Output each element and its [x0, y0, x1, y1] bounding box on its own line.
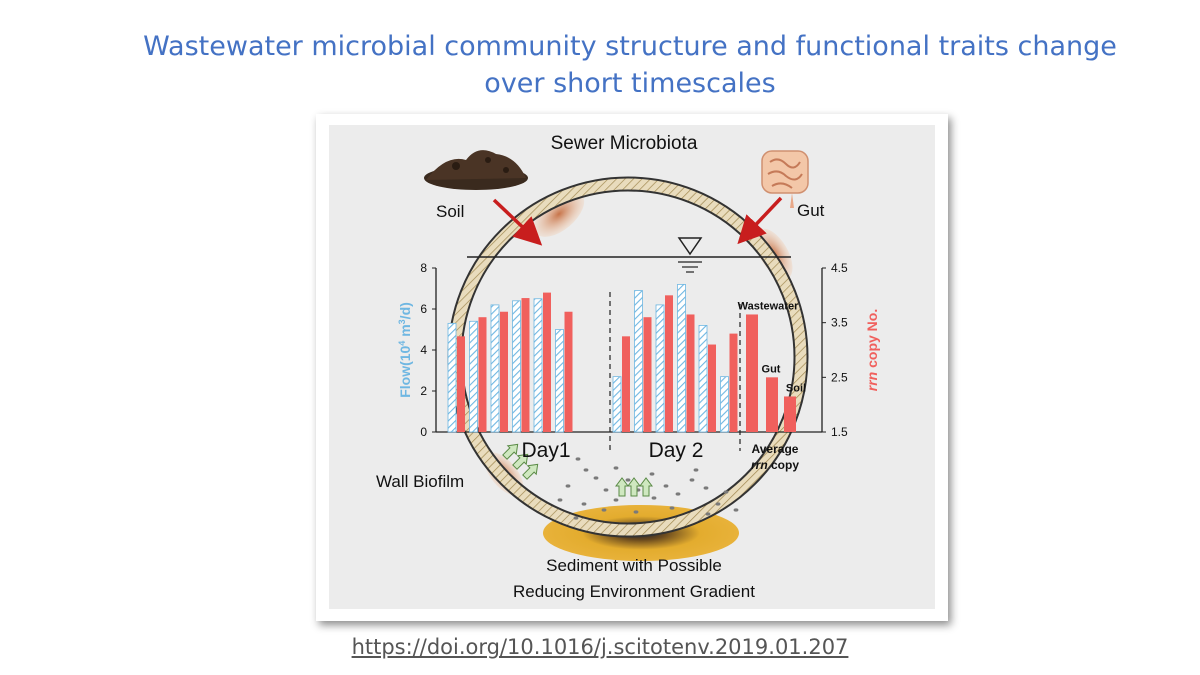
- average-bar: [784, 396, 796, 432]
- sediment-particle: [613, 466, 619, 470]
- day1-rrn-bar: [478, 317, 487, 432]
- water-level-symbol: [677, 237, 703, 256]
- left-tick-label: 2: [420, 384, 427, 398]
- sediment-particle: [593, 476, 599, 480]
- right-tick-label: 3.5: [831, 316, 848, 330]
- day1-label: Day1: [521, 439, 570, 462]
- gut-label: Gut: [797, 201, 825, 220]
- gut-icon: [761, 150, 809, 208]
- right-axis-title: rrn copy No.: [864, 309, 880, 391]
- day2-label: Day 2: [649, 439, 704, 462]
- day1-flow-bar: [469, 320, 478, 433]
- right-tick-label: 2.5: [831, 370, 848, 384]
- day1-flow-bar: [512, 300, 521, 433]
- average-bar: [766, 377, 778, 432]
- day2-rrn-bar: [729, 333, 738, 432]
- day2-flow-bar: [634, 290, 643, 433]
- day2-rrn-bar: [622, 336, 630, 432]
- sediment-particle: [693, 468, 699, 472]
- slide-title-line1: Wastewater microbial community structure…: [143, 31, 1117, 62]
- sediment-particle: [601, 508, 607, 512]
- sediment-particle: [575, 457, 581, 461]
- average-label-line2: rrn copy: [751, 458, 799, 472]
- green-up-arrow: [522, 463, 539, 480]
- day1-rrn-bar: [500, 311, 508, 432]
- average-bar-label: Wastewater: [738, 300, 799, 312]
- day1-rrn-bar: [521, 298, 530, 432]
- day1-flow-bar: [490, 304, 500, 433]
- green-up-arrow: [615, 477, 629, 497]
- sediment-particle: [565, 484, 571, 488]
- day1-flow-bar: [555, 329, 564, 433]
- sediment-particle: [723, 490, 729, 494]
- sediment-particle: [603, 488, 609, 492]
- sediment-label-line1: Sediment with Possible: [546, 556, 722, 575]
- day2-rrn-bar: [686, 314, 695, 432]
- resuspension-arrows: [502, 443, 653, 497]
- left-tick-label: 4: [420, 343, 427, 357]
- sediment-label-line2: Reducing Environment Gradient: [513, 582, 755, 601]
- day1-flow-bar: [447, 322, 457, 433]
- left-tick-label: 6: [420, 302, 427, 316]
- sediment-particle: [733, 508, 739, 512]
- slide-title: Wastewater microbial community structure…: [130, 28, 1130, 102]
- sediment-particle: [669, 506, 675, 510]
- sediment-particle: [705, 512, 711, 516]
- day2-rrn-bar: [708, 344, 716, 432]
- sediment-particle: [613, 498, 619, 502]
- soil-label: Soil: [436, 202, 464, 221]
- day2-rrn-bar: [643, 317, 652, 432]
- sediment-particle: [689, 478, 695, 482]
- left-tick-label: 8: [420, 261, 427, 275]
- sediment-particle: [625, 478, 631, 482]
- sediment-particle: [649, 472, 655, 476]
- day1-flow-bar: [533, 298, 543, 433]
- day1-rrn-bar: [543, 292, 551, 432]
- green-up-arrow: [639, 477, 653, 497]
- gut-arrow: [737, 196, 783, 245]
- biofilm-patch-top-left: [533, 191, 585, 237]
- wall-biofilm-label: Wall Biofilm: [376, 472, 464, 491]
- day2-flow-bar: [677, 283, 686, 433]
- sediment-particle: [583, 468, 589, 472]
- day1-rrn-bar: [564, 311, 573, 432]
- day2-flow-bar: [612, 376, 622, 433]
- green-up-arrow: [512, 453, 529, 470]
- left-axis-title: Flow(104 m3/d): [397, 302, 413, 398]
- right-tick-label: 4.5: [831, 261, 848, 275]
- average-bar-label: Soil: [786, 382, 806, 394]
- sediment-particle: [675, 492, 681, 496]
- left-tick-label: 0: [420, 425, 427, 439]
- sediment-particle: [651, 496, 657, 500]
- sediment-particle: [663, 484, 669, 488]
- day2-flow-bar: [655, 304, 665, 433]
- sewer-microbiota-label: Sewer Microbiota: [551, 133, 698, 154]
- soil-pile-icon: [424, 150, 528, 190]
- average-bar: [746, 314, 758, 432]
- sediment-particle: [581, 502, 587, 506]
- green-up-arrow: [627, 477, 641, 497]
- soil-arrow: [492, 198, 543, 246]
- sediment-particle: [715, 502, 721, 506]
- right-tick-label: 1.5: [831, 425, 848, 439]
- day2-flow-bar: [698, 324, 708, 433]
- average-label-line1: Average: [752, 442, 799, 456]
- sediment-particle: [573, 516, 579, 520]
- day2-rrn-bar: [665, 295, 673, 432]
- sediment-particle: [633, 510, 639, 514]
- suspended-particles: [557, 457, 739, 520]
- sediment-particle: [557, 498, 563, 502]
- green-up-arrow: [502, 443, 519, 460]
- slide-title-line2: over short timescales: [484, 68, 776, 99]
- doi-link[interactable]: https://doi.org/10.1016/j.scitotenv.2019…: [351, 635, 849, 659]
- day2-flow-bar: [720, 376, 729, 433]
- day1-rrn-bar: [457, 336, 465, 432]
- average-bar-label: Gut: [762, 363, 781, 375]
- sediment-particle: [703, 486, 709, 490]
